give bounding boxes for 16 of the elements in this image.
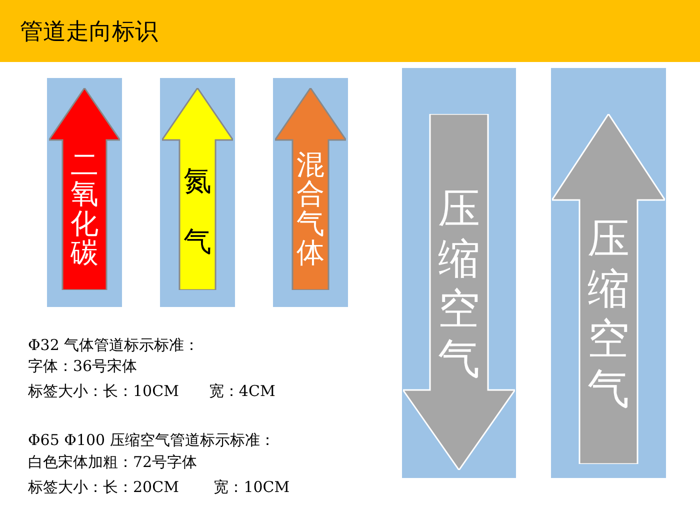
pipe-band [273,78,348,307]
arrow-label: 氮气 [184,163,212,260]
spec-note: 白色宋体加粗：72号字体 [28,453,198,472]
spec-note: Φ32 气体管道标示标准： [28,336,200,355]
pipe-band [47,78,122,307]
pipe-band [160,78,235,307]
arrow-label: 混合气体 [296,150,324,268]
pipe-band [551,68,666,478]
spec-note: 标签大小：长：10CM 宽：4CM [28,382,276,401]
title: 管道走向标识 [20,18,158,47]
spec-note: 标签大小：长：20CM 宽：10CM [28,478,290,497]
arrow-label: 压缩空气 [438,184,480,384]
arrow-label: 二氧化碳 [70,150,98,268]
arrow-label: 压缩空气 [588,214,630,414]
spec-note: 字体：36号宋体 [28,357,138,376]
spec-note: Φ65 Φ100 压缩空气管道标示标准： [28,431,275,450]
